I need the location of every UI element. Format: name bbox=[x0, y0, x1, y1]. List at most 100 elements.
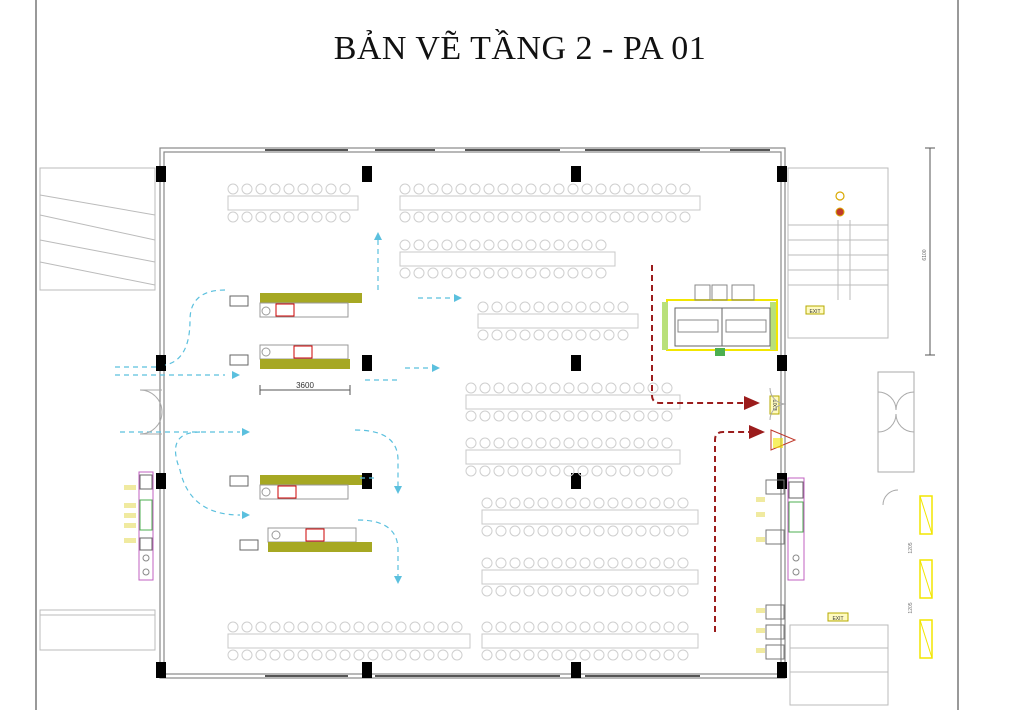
chair bbox=[575, 301, 587, 313]
chair bbox=[497, 267, 509, 279]
chair bbox=[533, 329, 545, 341]
chair bbox=[619, 437, 631, 449]
chair bbox=[551, 557, 563, 569]
chair bbox=[537, 585, 549, 597]
parking-dim-1: 1205 bbox=[908, 542, 914, 553]
chair bbox=[507, 410, 519, 422]
chair bbox=[535, 382, 547, 394]
chair bbox=[227, 649, 239, 661]
chair bbox=[591, 410, 603, 422]
chair bbox=[227, 183, 239, 195]
chair bbox=[537, 497, 549, 509]
chair bbox=[409, 621, 421, 633]
chair bbox=[441, 183, 453, 195]
chair bbox=[579, 497, 591, 509]
chair bbox=[481, 585, 493, 597]
stair-dimension: 6100 bbox=[922, 147, 935, 356]
chair bbox=[647, 382, 659, 394]
chair bbox=[537, 525, 549, 537]
chair bbox=[297, 183, 309, 195]
chair bbox=[623, 183, 635, 195]
chair bbox=[495, 497, 507, 509]
exit-sign-door: EXIT bbox=[769, 395, 780, 415]
chair bbox=[509, 557, 521, 569]
chair bbox=[481, 621, 493, 633]
chair bbox=[635, 621, 647, 633]
chair bbox=[665, 183, 677, 195]
chair bbox=[495, 525, 507, 537]
chair bbox=[551, 497, 563, 509]
chair bbox=[381, 649, 393, 661]
chair bbox=[591, 382, 603, 394]
chair bbox=[481, 649, 493, 661]
chair bbox=[609, 183, 621, 195]
chair bbox=[241, 183, 253, 195]
chair bbox=[567, 267, 579, 279]
chair bbox=[563, 382, 575, 394]
chair bbox=[551, 525, 563, 537]
chair bbox=[593, 557, 605, 569]
chair bbox=[663, 525, 675, 537]
chair bbox=[593, 497, 605, 509]
chair bbox=[523, 585, 535, 597]
chair bbox=[593, 585, 605, 597]
chair bbox=[637, 183, 649, 195]
chair bbox=[635, 557, 647, 569]
chair bbox=[547, 301, 559, 313]
chair bbox=[493, 465, 505, 477]
chair bbox=[525, 267, 537, 279]
chair bbox=[339, 649, 351, 661]
chair bbox=[635, 497, 647, 509]
chair bbox=[649, 649, 661, 661]
chair bbox=[661, 437, 673, 449]
chair bbox=[663, 557, 675, 569]
chair bbox=[241, 649, 253, 661]
chair bbox=[511, 239, 523, 251]
chair bbox=[523, 525, 535, 537]
structural-columns bbox=[156, 166, 787, 678]
chair bbox=[437, 621, 449, 633]
chair bbox=[525, 239, 537, 251]
parking-dim-2: 1205 bbox=[908, 602, 914, 613]
chair bbox=[255, 211, 267, 223]
chair bbox=[677, 525, 689, 537]
chair bbox=[325, 211, 337, 223]
dining-seating bbox=[227, 183, 701, 661]
kitchen-dimension-label: 3600 bbox=[296, 381, 314, 390]
chair bbox=[297, 649, 309, 661]
chair bbox=[495, 649, 507, 661]
chair bbox=[241, 211, 253, 223]
chair bbox=[311, 649, 323, 661]
exit-sign-bottom: EXIT bbox=[827, 612, 849, 622]
chair bbox=[495, 621, 507, 633]
chair bbox=[511, 211, 523, 223]
chair bbox=[455, 211, 467, 223]
seating-row bbox=[481, 621, 699, 661]
left-exterior-structure bbox=[39, 167, 156, 651]
chair bbox=[539, 183, 551, 195]
chair bbox=[579, 649, 591, 661]
chair bbox=[241, 621, 253, 633]
chair bbox=[581, 211, 593, 223]
chair bbox=[255, 649, 267, 661]
chair bbox=[633, 465, 645, 477]
chair bbox=[255, 621, 267, 633]
chair bbox=[465, 382, 477, 394]
chair bbox=[549, 465, 561, 477]
chair bbox=[621, 525, 633, 537]
chair bbox=[511, 267, 523, 279]
seating-row bbox=[227, 621, 471, 661]
chair bbox=[477, 329, 489, 341]
chair bbox=[679, 183, 691, 195]
chair bbox=[547, 329, 559, 341]
chair bbox=[565, 585, 577, 597]
chair bbox=[649, 497, 661, 509]
chair bbox=[621, 497, 633, 509]
chair bbox=[507, 465, 519, 477]
chair bbox=[491, 301, 503, 313]
chair bbox=[565, 649, 577, 661]
chair bbox=[677, 649, 689, 661]
chair bbox=[549, 410, 561, 422]
chair bbox=[635, 649, 647, 661]
